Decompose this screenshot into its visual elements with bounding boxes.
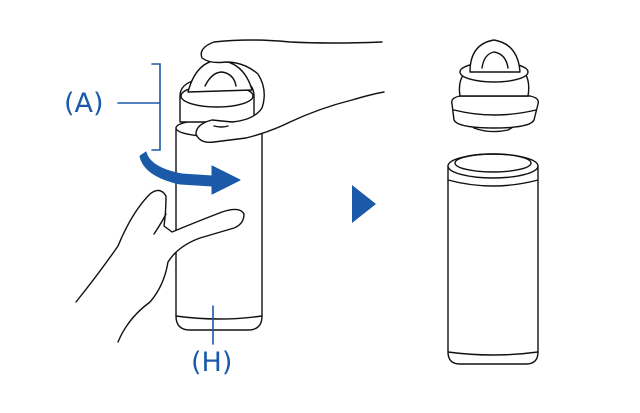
hand-top <box>195 39 385 144</box>
curved-arrow-right-icon <box>139 151 241 195</box>
hand-bottom <box>75 189 245 343</box>
cap-label: (A) <box>64 88 104 119</box>
bottle-body-right <box>447 153 539 365</box>
cap-right <box>450 39 540 133</box>
cap-bracket <box>117 63 161 151</box>
triangle-right-icon <box>352 185 376 223</box>
bottle-label: (H) <box>191 347 233 378</box>
